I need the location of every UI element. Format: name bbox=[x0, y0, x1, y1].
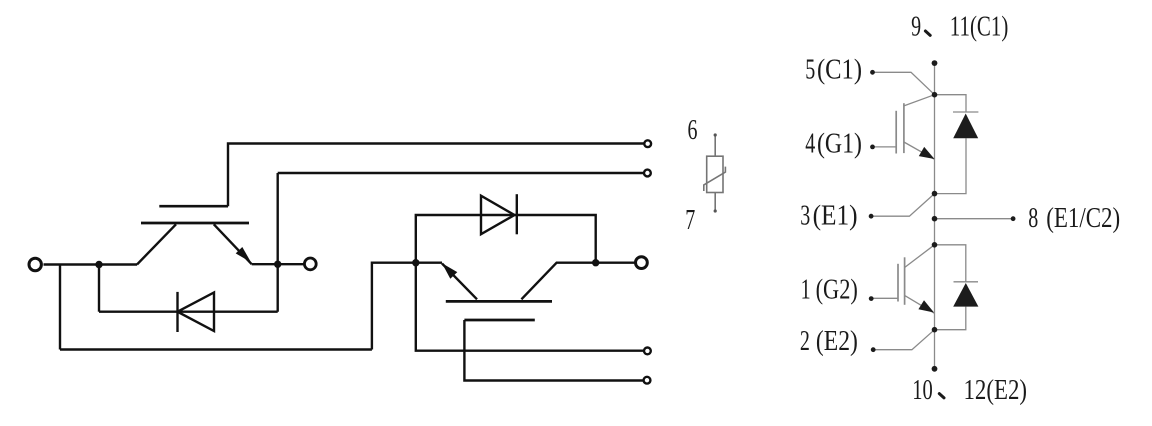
svg-text:4: 4 bbox=[805, 128, 815, 159]
svg-text:6: 6 bbox=[688, 115, 698, 146]
svg-text:10: 10 bbox=[912, 375, 933, 406]
svg-text:(G1): (G1) bbox=[817, 128, 862, 159]
svg-text:11(C1): 11(C1) bbox=[950, 12, 1009, 43]
svg-text:(C1): (C1) bbox=[817, 55, 862, 86]
svg-text:(E1/C2): (E1/C2) bbox=[1046, 203, 1120, 234]
svg-text:8: 8 bbox=[1028, 203, 1038, 234]
svg-text:(G2): (G2) bbox=[816, 274, 858, 305]
svg-text:5: 5 bbox=[805, 55, 815, 86]
svg-text:1: 1 bbox=[801, 274, 811, 305]
svg-text:(E1): (E1) bbox=[813, 201, 858, 232]
svg-text:7: 7 bbox=[685, 205, 695, 236]
svg-text:3: 3 bbox=[800, 201, 810, 232]
svg-text:12(E2): 12(E2) bbox=[964, 375, 1028, 406]
svg-text:(E2): (E2) bbox=[816, 326, 858, 357]
svg-text:2: 2 bbox=[800, 326, 810, 357]
svg-text:9: 9 bbox=[911, 12, 921, 43]
